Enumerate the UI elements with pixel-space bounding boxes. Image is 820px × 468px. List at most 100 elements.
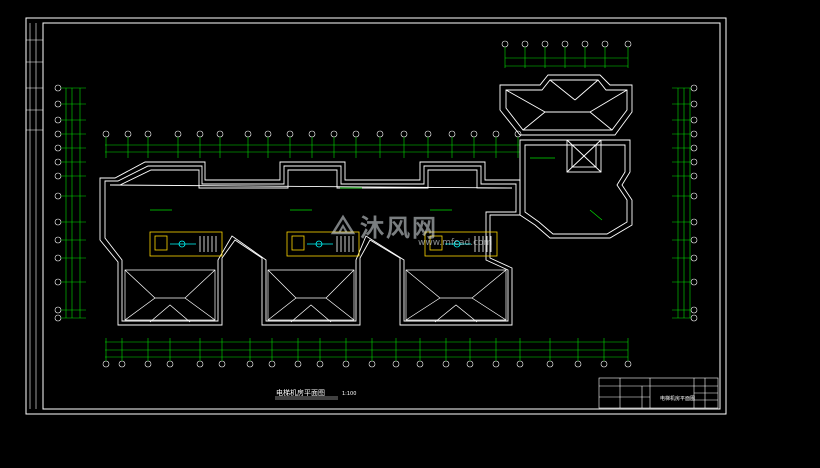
axis-bubble [416, 360, 424, 368]
axis-bubble [330, 130, 338, 138]
axis-bubble [54, 116, 62, 124]
axis-bubble [342, 360, 350, 368]
machine-room-3 [424, 231, 498, 257]
axis-bubble [690, 116, 698, 124]
axis-bubble [216, 130, 224, 138]
axis-bubble [54, 158, 62, 166]
watermark-text: 沐风网 [360, 214, 438, 242]
axis-bubble [516, 360, 524, 368]
title-block [598, 377, 719, 409]
axis-bubble [690, 144, 698, 152]
axis-bubble [54, 130, 62, 138]
roof-wing-3 [405, 269, 507, 323]
axis-bubbles-top-right [501, 40, 632, 68]
axis-bubble [246, 360, 254, 368]
axis-bubble [218, 360, 226, 368]
axis-bubble [54, 192, 62, 200]
roof-wing-1 [124, 269, 216, 323]
machine-room-1 [149, 231, 223, 257]
roof-wing-2 [267, 269, 355, 323]
watermark: 沐风网 [330, 208, 438, 243]
axis-bubble [690, 130, 698, 138]
watermark-url: www.mfcad.com [418, 238, 493, 248]
axis-bubble [690, 314, 698, 322]
axis-bubble [118, 360, 126, 368]
axis-bubble [196, 130, 204, 138]
logo-icon [330, 214, 356, 234]
axis-bubble [54, 218, 62, 226]
axis-bubble [102, 360, 110, 368]
axis-bubble [102, 130, 110, 138]
axis-bubble [54, 314, 62, 322]
dim-chain-right [677, 88, 691, 318]
sheet-border-outer [25, 17, 727, 415]
axis-bubble [690, 172, 698, 180]
dim-chain-lower [105, 341, 628, 358]
axis-bubble [166, 360, 174, 368]
axis-bubbles-lower [102, 338, 632, 368]
axis-bubble [400, 130, 408, 138]
axis-bubble [690, 278, 698, 286]
dim-chain-top-right [505, 57, 628, 67]
axis-bubble [316, 360, 324, 368]
axis-bubble [264, 130, 272, 138]
axis-bubble [286, 130, 294, 138]
axis-bubble [244, 130, 252, 138]
axis-bubble [601, 40, 609, 48]
sheet-border-inner [42, 22, 721, 410]
axis-bubble [690, 158, 698, 166]
drawing-title-underline [275, 396, 338, 400]
axis-bubble [54, 100, 62, 108]
axis-bubble [54, 144, 62, 152]
axis-bubbles-upper [102, 130, 522, 158]
axis-bubble [561, 40, 569, 48]
axis-bubble [690, 192, 698, 200]
axis-bubble [690, 218, 698, 226]
axis-bubble [690, 236, 698, 244]
axis-bubbles-right [672, 84, 698, 322]
axis-bubble [54, 172, 62, 180]
axis-bubble [624, 360, 632, 368]
axis-bubble [308, 130, 316, 138]
axis-bubble [54, 236, 62, 244]
axis-bubbles-left [54, 84, 86, 322]
axis-bubble [174, 130, 182, 138]
axis-bubble [54, 278, 62, 286]
drainage-arrows [150, 157, 603, 221]
axis-bubble [492, 130, 500, 138]
axis-bubble [144, 130, 152, 138]
axis-bubble [54, 84, 62, 92]
axis-bubble [690, 84, 698, 92]
axis-bubble [124, 130, 132, 138]
axis-bubble [392, 360, 400, 368]
title-block-sheet-title: 电梯机房平面图 [660, 396, 696, 402]
axis-bubble [54, 254, 62, 262]
axis-bubble [368, 360, 376, 368]
axis-bubble [196, 360, 204, 368]
scale-note: 1:100 [342, 391, 357, 397]
axis-bubble [294, 360, 302, 368]
axis-bubble [624, 40, 632, 48]
axis-bubble [600, 360, 608, 368]
axis-bubble [690, 254, 698, 262]
axis-bubble [541, 40, 549, 48]
axis-bubble [501, 40, 509, 48]
axis-bubble [521, 40, 529, 48]
axis-bubble [581, 40, 589, 48]
dim-chain-upper [105, 144, 520, 153]
axis-bubble [492, 360, 500, 368]
drawing-title: 电梯机房平面图 [276, 389, 325, 397]
axis-bubble [470, 130, 478, 138]
building-outline [99, 74, 633, 326]
axis-bubble [690, 306, 698, 314]
binding-strip [26, 23, 43, 409]
axis-bubble [144, 360, 152, 368]
axis-bubble [54, 306, 62, 314]
axis-bubble [448, 130, 456, 138]
axis-bubble [424, 130, 432, 138]
axis-bubble [268, 360, 276, 368]
axis-bubble [574, 360, 582, 368]
axis-bubble [442, 360, 450, 368]
machine-room-2 [286, 231, 360, 257]
axis-bubble [376, 130, 384, 138]
